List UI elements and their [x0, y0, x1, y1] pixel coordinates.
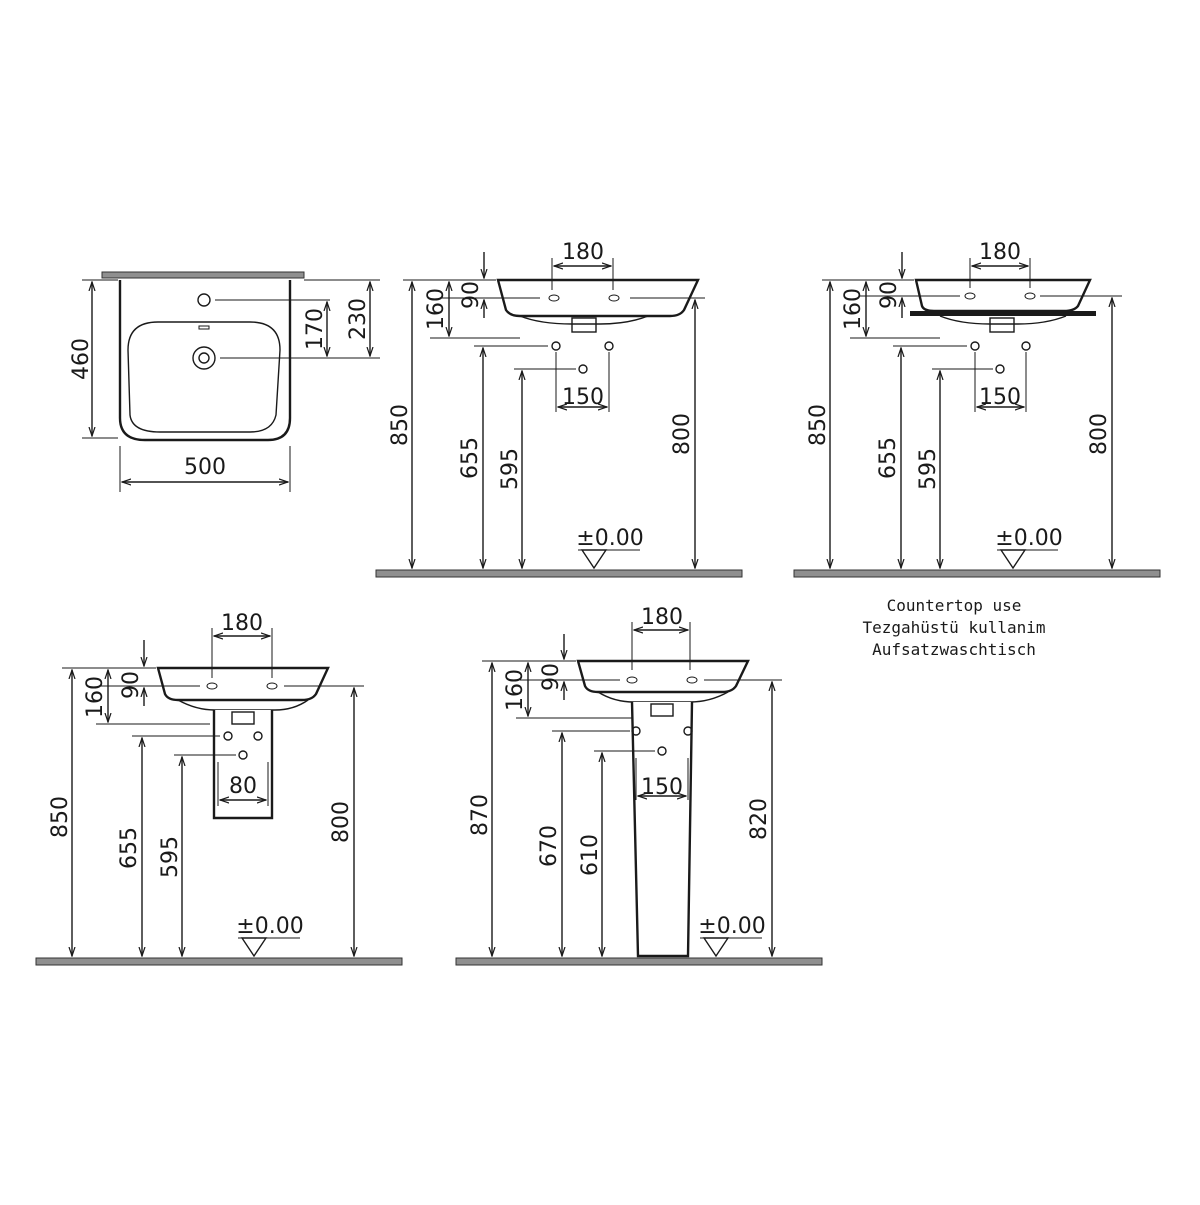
dim-supply-height: 610: [578, 834, 603, 876]
dim-supply-spacing: 150: [641, 775, 683, 800]
dim-bowl-depth: 160: [503, 669, 528, 711]
overflow-slot: [198, 325, 210, 330]
waste-point: [238, 750, 248, 760]
half-pedestal-view: 180 80 850 160 90 655 595 800 ±0.00: [35, 611, 403, 966]
floor-marker: [999, 549, 1027, 570]
dim-waste-height: 670: [537, 825, 562, 867]
waste-outlet: [989, 317, 1015, 333]
dim-bowl-depth: 160: [83, 676, 108, 718]
drain-outer: [192, 346, 216, 370]
dim-depth-460: 460: [69, 338, 94, 380]
supply-right: [253, 731, 263, 741]
dim-drain-offset-170: 170: [303, 308, 328, 350]
dim-rim-height: 850: [806, 404, 831, 446]
waste-point: [578, 364, 588, 374]
drain-inner: [198, 352, 210, 364]
dim-waste-height: 655: [458, 437, 483, 479]
floor-level-label: ±0.00: [236, 914, 303, 939]
dim-underside-height: 800: [1087, 413, 1112, 455]
caption-line-3: Aufsatzwaschtisch: [872, 640, 1036, 659]
basin-side: [914, 278, 1092, 313]
dim-rim-height: 850: [48, 796, 73, 838]
dim-supply-height: 595: [498, 448, 523, 490]
full-pedestal-view: 180 150 870 160 90 670 610 820 ±0.00: [455, 605, 823, 966]
dim-tap-spacing: 180: [641, 605, 683, 630]
basin-side: [496, 278, 700, 318]
supply-right: [604, 341, 614, 351]
floor-marker: [702, 937, 730, 958]
floor-marker: [580, 549, 608, 570]
waste-outlet: [650, 703, 674, 717]
dim-supply-spacing: 150: [562, 385, 604, 410]
dim-tap-spacing: 180: [562, 240, 604, 265]
dim-supply-spacing: 80: [229, 774, 257, 799]
waste-point: [657, 746, 667, 756]
countertop-slab: [910, 311, 1096, 316]
supply-left: [223, 731, 233, 741]
dim-tap-to-wall-230: 230: [346, 298, 371, 340]
dim-supply-height: 595: [916, 448, 941, 490]
dim-rim-height: 850: [388, 404, 413, 446]
full-pedestal: [630, 701, 694, 958]
dim-rim-to-taphole: 90: [877, 281, 902, 309]
floor-level-label: ±0.00: [995, 526, 1062, 551]
supply-left: [631, 726, 641, 736]
dim-tap-spacing: 180: [221, 611, 263, 636]
supply-left: [970, 341, 980, 351]
waste-point: [995, 364, 1005, 374]
basin-side: [576, 659, 750, 694]
dim-width-500: 500: [184, 455, 226, 480]
supply-left: [551, 341, 561, 351]
dim-waste-height: 655: [876, 437, 901, 479]
basin-outline-top: [118, 280, 292, 442]
floor-line: [793, 569, 1161, 578]
dim-rim-to-taphole: 90: [539, 663, 564, 691]
half-pedestal: [212, 710, 274, 820]
dim-rim-to-taphole: 90: [119, 671, 144, 699]
dim-underside-height: 800: [670, 413, 695, 455]
top-view: 460 500 170 230: [69, 271, 380, 492]
dim-bowl-depth: 160: [841, 288, 866, 330]
caption-line-2: Tezgahüstü kullanim: [862, 618, 1045, 637]
tap-hole: [197, 293, 211, 307]
basin-side: [156, 666, 330, 702]
dim-tap-spacing: 180: [979, 240, 1021, 265]
dim-supply-spacing: 150: [979, 385, 1021, 410]
dim-rim-to-taphole: 90: [459, 281, 484, 309]
floor-line: [455, 957, 823, 966]
dim-underside-height: 800: [329, 801, 354, 843]
caption-line-1: Countertop use: [887, 596, 1022, 615]
wall-hung-view: 180 150 850 160 90 655 595 800 ±0.00: [375, 240, 743, 578]
wall-mount-plate: [101, 271, 305, 279]
dim-underside-height: 820: [747, 798, 772, 840]
waste-outlet: [571, 317, 597, 333]
countertop-view: 180 150 850 160 90 655 595 800 ±0.00 Cou…: [793, 240, 1161, 659]
supply-right: [683, 726, 693, 736]
supply-right: [1021, 341, 1031, 351]
waste-outlet: [231, 711, 255, 725]
floor-marker: [240, 937, 268, 958]
dim-supply-height: 595: [158, 836, 183, 878]
dim-waste-height: 655: [117, 827, 142, 869]
floor-line: [35, 957, 403, 966]
dim-bowl-depth: 160: [424, 288, 449, 330]
dim-rim-height: 870: [468, 794, 493, 836]
floor-level-label: ±0.00: [698, 914, 765, 939]
floor-level-label: ±0.00: [576, 526, 643, 551]
floor-line: [375, 569, 743, 578]
bowl-outline-top: [127, 321, 281, 433]
